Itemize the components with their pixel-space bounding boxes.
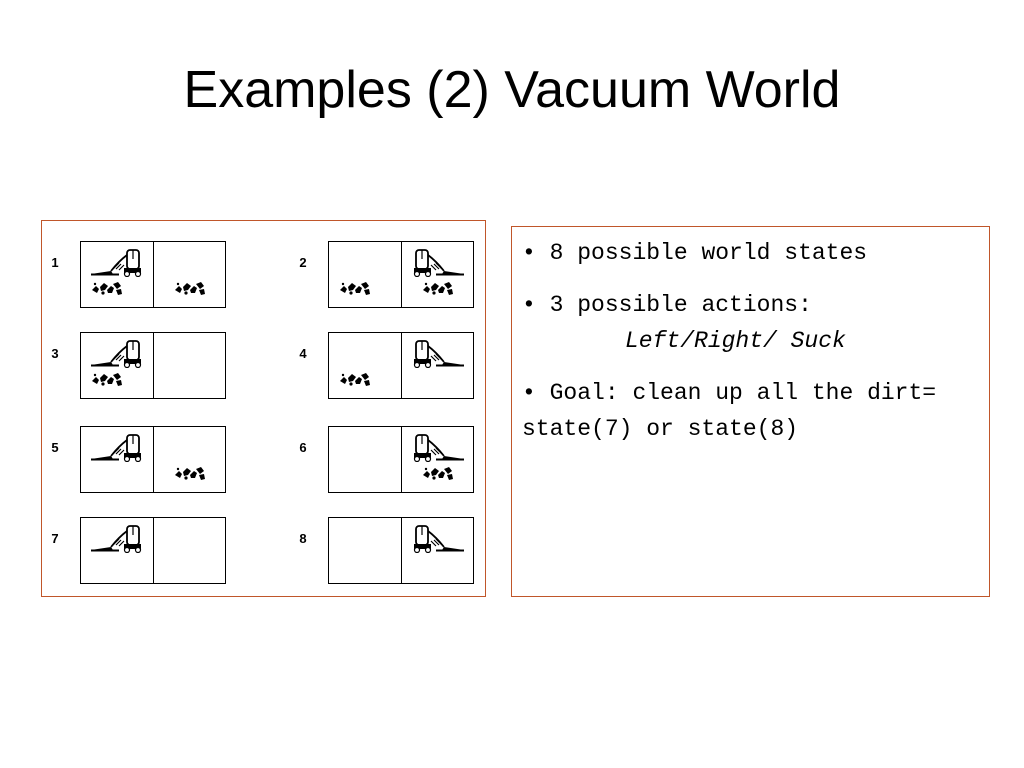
vacuum-world-diagram: 1 2 3 4 5 6 7 8 <box>41 220 486 597</box>
bullet-mark: • <box>522 380 536 406</box>
dirt-pile-icon <box>340 373 370 386</box>
vacuum-cleaner-icon <box>91 249 142 277</box>
vacuum-cleaner-icon <box>91 340 142 368</box>
state-number: 3 <box>51 346 59 361</box>
vacuum-cleaner-icon <box>91 434 142 462</box>
state-number: 4 <box>299 346 307 361</box>
world-state-3 <box>80 332 226 399</box>
world-state-5 <box>80 426 226 493</box>
state-number: 5 <box>51 440 59 455</box>
world-state-7 <box>80 517 226 584</box>
bullet-actions: • 3 possible actions: Left/Right/ Suck <box>522 287 979 359</box>
vacuum-cleaner-icon <box>413 525 464 553</box>
right-square <box>402 518 474 583</box>
slide-title: Examples (2) Vacuum World <box>183 61 841 119</box>
state-number: 8 <box>299 531 307 546</box>
right-square <box>154 333 226 398</box>
dirt-pile-icon <box>92 373 122 386</box>
left-square <box>81 427 154 492</box>
world-state-2 <box>328 241 474 308</box>
world-state-6 <box>328 426 474 493</box>
notes-box: • 8 possible world states • 3 possible a… <box>511 226 990 597</box>
right-square <box>402 427 474 492</box>
bullet-text: 3 possible actions: <box>549 292 812 318</box>
right-square <box>154 427 226 492</box>
state-number: 6 <box>299 440 307 455</box>
left-square <box>81 333 154 398</box>
dirt-pile-icon <box>422 467 453 480</box>
dirt-pile-icon <box>174 467 205 480</box>
right-square <box>154 242 226 307</box>
dirt-pile-icon <box>422 282 453 295</box>
bullet-text: Goal: clean up all the dirt= state(7) or… <box>522 380 937 442</box>
vacuum-cleaner-icon <box>413 434 464 462</box>
left-square <box>329 333 402 398</box>
world-state-4 <box>328 332 474 399</box>
vacuum-cleaner-icon <box>91 525 142 553</box>
left-square <box>329 242 402 307</box>
dirt-pile-icon <box>174 282 205 295</box>
left-square <box>329 427 402 492</box>
state-number: 7 <box>51 531 59 546</box>
bullet-text: 8 possible world states <box>549 240 868 266</box>
dirt-pile-icon <box>340 282 370 295</box>
vacuum-cleaner-icon <box>413 249 464 277</box>
right-square <box>402 333 474 398</box>
right-square <box>402 242 474 307</box>
world-state-1 <box>80 241 226 308</box>
left-square <box>81 242 154 307</box>
bullet-goal: • Goal: clean up all the dirt= state(7) … <box>522 375 979 447</box>
left-square <box>81 518 154 583</box>
right-square <box>154 518 226 583</box>
dirt-pile-icon <box>92 282 122 295</box>
actions-list: Left/Right/ Suck <box>625 328 846 354</box>
vacuum-cleaner-icon <box>413 340 464 368</box>
world-state-8 <box>328 517 474 584</box>
bullet-states: • 8 possible world states <box>522 235 979 271</box>
state-number: 2 <box>299 255 307 270</box>
bullet-mark: • <box>522 292 536 318</box>
state-number: 1 <box>51 255 59 270</box>
left-square <box>329 518 402 583</box>
bullet-mark: • <box>522 240 536 266</box>
